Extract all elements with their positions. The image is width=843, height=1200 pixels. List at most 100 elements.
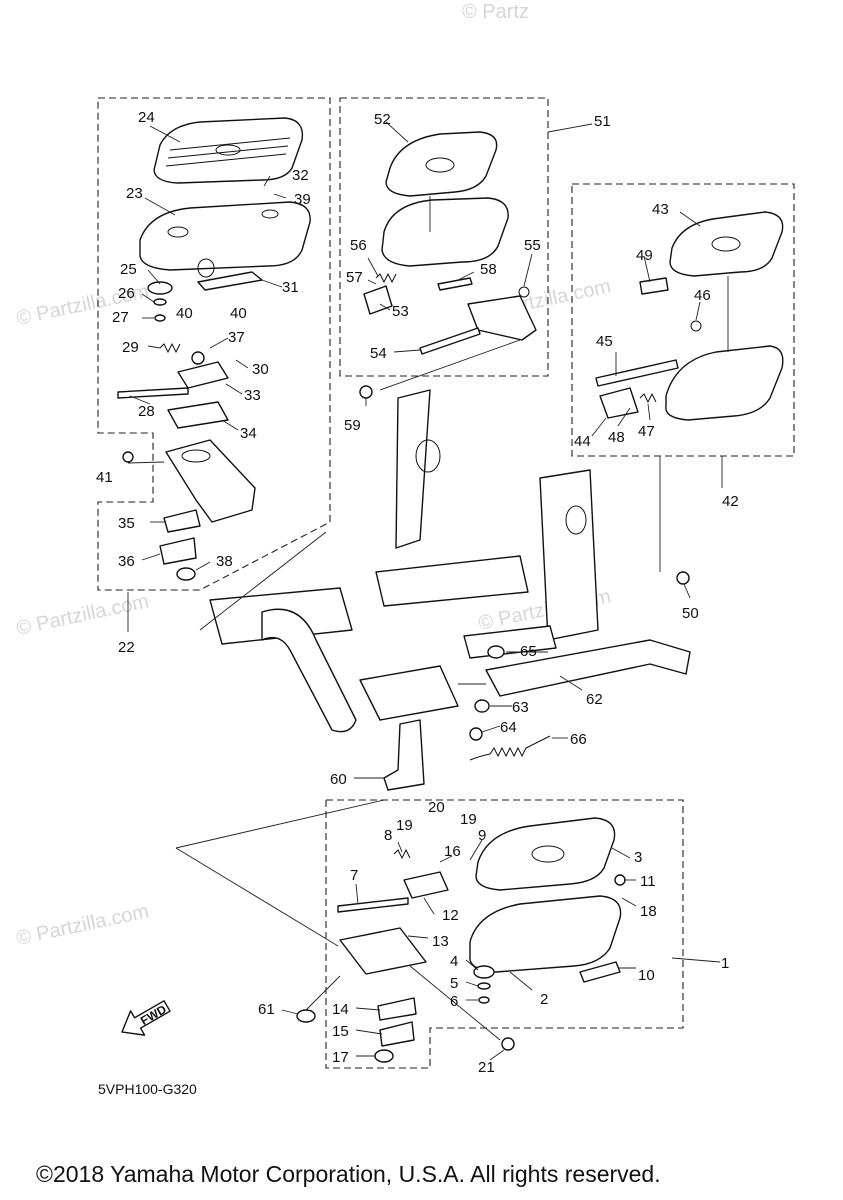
washer-5	[477, 982, 491, 990]
callout-11: 11	[640, 873, 656, 890]
bar-58	[437, 277, 473, 291]
pivot-block-12	[403, 871, 449, 899]
bracket-31	[197, 271, 263, 291]
shaft-28	[117, 387, 189, 399]
floorboard-42	[665, 345, 784, 421]
plate-15	[379, 1021, 415, 1047]
callout-57: 57	[346, 269, 363, 286]
callout-39: 39	[294, 191, 311, 208]
brake-pedal-62	[485, 639, 691, 697]
plate-13	[339, 927, 427, 975]
callout-35: 35	[118, 515, 135, 532]
stay-49	[639, 277, 669, 295]
plate-36	[159, 537, 197, 565]
callout-8: 8	[384, 827, 392, 844]
floorboard-mat-43	[669, 211, 784, 277]
callout-25: 25	[120, 261, 137, 278]
callout-19a: 19	[396, 817, 413, 834]
floorboard-23	[139, 201, 311, 278]
callout-36: 36	[118, 553, 135, 570]
spring-56	[375, 272, 397, 284]
spring-66	[469, 735, 551, 761]
callout-3: 3	[634, 849, 642, 866]
bracket-10	[579, 961, 621, 983]
callout-27: 27	[112, 309, 129, 326]
floorboard-mat-24	[153, 117, 304, 184]
spring-29	[159, 342, 181, 354]
group-box-1	[325, 799, 684, 1069]
callout-52: 52	[374, 111, 391, 128]
bracket-60	[383, 719, 425, 791]
callout-43: 43	[652, 201, 669, 218]
damper-4	[473, 965, 495, 979]
callout-24: 24	[138, 109, 155, 126]
callout-28: 28	[138, 403, 155, 420]
callout-4: 4	[450, 953, 458, 970]
callout-62: 62	[586, 691, 603, 708]
callout-50: 50	[682, 605, 699, 622]
collar-63	[474, 699, 490, 713]
group-box-22	[97, 97, 331, 591]
callout-58: 58	[480, 261, 497, 278]
floorboard-2	[469, 895, 622, 973]
group-box-51	[339, 97, 549, 377]
callout-53: 53	[392, 303, 409, 320]
callout-41: 41	[96, 469, 113, 486]
callout-5: 5	[450, 975, 458, 992]
callout-14: 14	[332, 1001, 349, 1018]
floorboard-mat-52	[385, 131, 498, 197]
callout-61: 61	[258, 1001, 275, 1018]
clip-46	[690, 320, 702, 332]
callout-10: 10	[638, 967, 655, 984]
callout-7: 7	[350, 867, 358, 884]
callout-9: 9	[478, 827, 486, 844]
pivot-block-33	[177, 351, 229, 389]
bolt-11	[614, 874, 626, 886]
group-box-42	[571, 183, 795, 457]
callout-17: 17	[332, 1049, 349, 1066]
floorboard-51	[381, 197, 509, 267]
callout-21: 21	[478, 1059, 495, 1076]
callout-18: 18	[640, 903, 657, 920]
callout-31: 31	[282, 279, 299, 296]
bracket-53	[363, 285, 393, 315]
callout-55: 55	[524, 237, 541, 254]
spring-8	[393, 848, 411, 860]
callout-19b: 19	[460, 811, 477, 828]
clip-55	[518, 286, 530, 298]
bracket-base	[165, 439, 256, 523]
callout-20: 20	[428, 799, 445, 816]
callout-40b: 40	[230, 305, 247, 322]
callout-65: 65	[520, 643, 537, 660]
damper-25	[147, 281, 173, 295]
pin-54	[419, 327, 481, 355]
callout-60: 60	[330, 771, 347, 788]
callout-59: 59	[344, 417, 361, 434]
shaft-45	[595, 359, 679, 387]
nut-27	[154, 314, 166, 322]
copyright-notice: ©2018 Yamaha Motor Corporation, U.S.A. A…	[36, 1161, 661, 1187]
nut-17	[374, 1049, 394, 1063]
nut-6	[478, 996, 490, 1004]
callout-13: 13	[432, 933, 449, 950]
frame	[209, 389, 599, 733]
callout-32: 32	[292, 167, 309, 184]
callout-34: 34	[240, 425, 257, 442]
callout-33: 33	[244, 387, 261, 404]
callout-54: 54	[370, 345, 387, 362]
callout-49: 49	[636, 247, 653, 264]
callout-64: 64	[500, 719, 517, 736]
bolt-41	[122, 451, 134, 463]
plate-35	[163, 509, 201, 533]
callout-40a: 40	[176, 305, 193, 322]
watermark-top: © Partz	[462, 1, 529, 23]
callout-46: 46	[694, 287, 711, 304]
pivot-arm	[467, 295, 537, 341]
bolt-64	[469, 727, 483, 741]
callout-12: 12	[442, 907, 459, 924]
plate-14	[377, 997, 417, 1021]
callout-47: 47	[638, 423, 655, 440]
callout-42: 42	[722, 493, 739, 510]
callout-63: 63	[512, 699, 529, 716]
